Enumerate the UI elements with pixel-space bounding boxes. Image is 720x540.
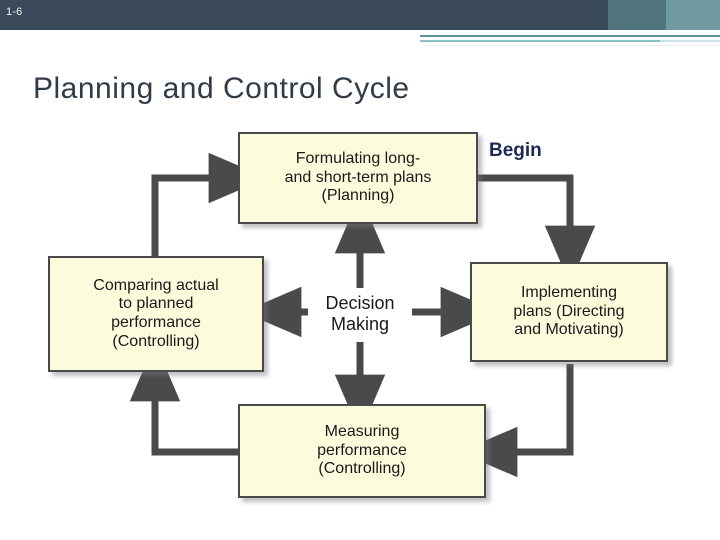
node-planning-label: Formulating long- and short-term plans (… (284, 150, 432, 205)
slide-number: 1-6 (6, 6, 23, 18)
connector-planning-to-directing (478, 174, 596, 285)
node-comparing-actual-to-planned[interactable]: Comparing actual to planned performance … (48, 256, 264, 372)
header-accent-block-2 (666, 0, 720, 30)
header-rule-1 (420, 35, 720, 37)
node-decision-making[interactable]: Decision Making (300, 284, 420, 344)
node-measuring-label: Measuring performance (Controlling) (317, 423, 407, 478)
connector-directing-to-measuring (458, 364, 574, 478)
connector-measuring-to-comparing (129, 342, 238, 456)
header-band (0, 0, 720, 30)
header-rule-3 (660, 40, 720, 42)
node-implementing-label: Implementing plans (Directing and Motiva… (513, 284, 625, 339)
node-decision-making-label: Decision Making (325, 293, 395, 334)
header-rule-2 (420, 40, 660, 42)
header-rule-4 (424, 45, 720, 46)
connector-comparing-to-planning (151, 152, 268, 256)
node-planning[interactable]: Formulating long- and short-term plans (… (238, 132, 478, 224)
begin-label: Begin (489, 140, 542, 161)
node-implementing-plans[interactable]: Implementing plans (Directing and Motiva… (470, 262, 668, 362)
node-comparing-label: Comparing actual to planned performance … (93, 276, 219, 350)
page-title: Planning and Control Cycle (33, 72, 410, 105)
node-measuring-performance[interactable]: Measuring performance (Controlling) (238, 404, 486, 498)
